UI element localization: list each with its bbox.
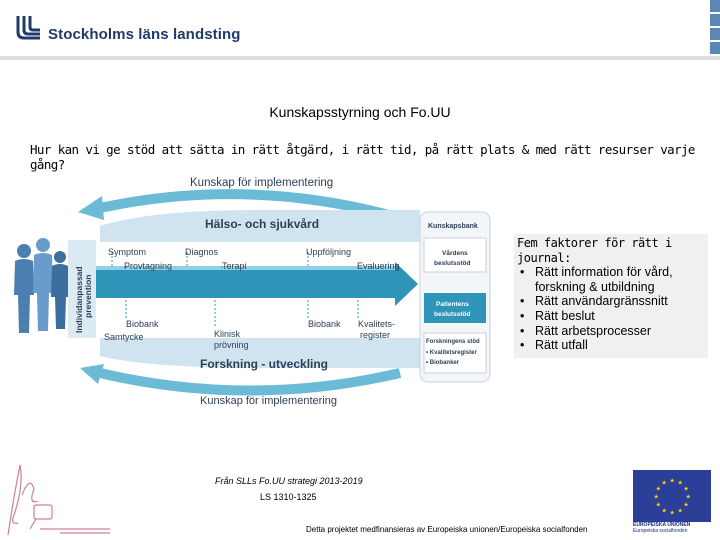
eu-star-icon: ★ bbox=[654, 494, 659, 501]
knowledge-flow-diagram: Kunskap för implementering Hälso- och sj… bbox=[68, 177, 491, 407]
people-icon bbox=[14, 238, 69, 333]
list-item: Rätt utfall bbox=[517, 338, 706, 353]
kb-research-title: Forskningens stöd bbox=[426, 339, 480, 345]
step-biobank-2: Biobank bbox=[308, 319, 341, 329]
facts-box: Fem faktorer för rätt i journal: Rätt in… bbox=[514, 234, 708, 358]
sll-logo-icon bbox=[16, 16, 40, 40]
question-text: Hur kan vi ge stöd att sätta in rätt åtg… bbox=[30, 142, 695, 172]
footer-note: Detta projektet medfinansieras av Europe… bbox=[306, 525, 588, 534]
step-provning: prövning bbox=[214, 340, 249, 350]
top-curved-arrow bbox=[98, 189, 402, 223]
side-label-1: Individanpassad bbox=[74, 266, 84, 333]
kb-title: Kunskapsbank bbox=[428, 223, 478, 230]
main-arrow-body bbox=[95, 270, 395, 298]
top-arrow-label: Kunskap för implementering bbox=[190, 177, 333, 189]
signature-sketch bbox=[7, 464, 110, 536]
bottom-arrow-label: Kunskap för implementering bbox=[200, 395, 337, 407]
eu-star-icon: ★ bbox=[683, 502, 688, 509]
eu-caption-line-1: EUROPEISKA UNIONEN bbox=[633, 522, 691, 528]
eu-star-icon: ★ bbox=[662, 480, 667, 487]
eu-star-icon: ★ bbox=[683, 486, 688, 493]
step-diagnos: Diagnos bbox=[185, 247, 219, 257]
source-line-2: LS 1310-1325 bbox=[260, 492, 317, 502]
facts-list: Rätt information för vård, forskning & u… bbox=[517, 265, 706, 353]
facts-title: Fem faktorer för rätt i journal: bbox=[517, 236, 672, 265]
eu-star-icon: ★ bbox=[678, 507, 683, 514]
header: Stockholms läns landsting bbox=[0, 0, 720, 56]
step-biobank-1: Biobank bbox=[126, 319, 159, 329]
step-uppfoljning: Uppföljning bbox=[306, 247, 351, 257]
eu-star-icon: ★ bbox=[656, 486, 661, 493]
bottom-curved-arrow bbox=[98, 368, 402, 396]
side-label-2: prevention bbox=[83, 275, 93, 318]
kb-research-item-2: • Biobanker bbox=[426, 360, 460, 366]
eu-star-icon: ★ bbox=[678, 480, 683, 487]
step-symptom: Symptom bbox=[108, 247, 146, 257]
step-kvalitets: Kvalitets- bbox=[358, 319, 395, 329]
list-item: Rätt arbetsprocesser bbox=[517, 324, 706, 339]
eu-star-icon: ★ bbox=[662, 507, 667, 514]
page-title: Kunskapsstyrning och Fo.UU bbox=[269, 104, 451, 120]
eu-star-icon: ★ bbox=[686, 494, 691, 501]
kb-patient-1: Patientens bbox=[436, 301, 469, 308]
kb-research-item-1: • Kvalitetsregister bbox=[426, 350, 477, 356]
kb-patient-2: beslutsstöd bbox=[434, 311, 471, 318]
upper-band bbox=[100, 210, 420, 242]
lower-band bbox=[100, 338, 420, 368]
kb-care-2: beslutsstöd bbox=[434, 260, 471, 267]
corner-squares bbox=[710, 0, 720, 56]
eu-caption: EUROPEISKA UNIONEN Europeiska socialfond… bbox=[633, 522, 713, 534]
eu-flag-icon: ★★★★★★★★★★★★ bbox=[633, 470, 711, 522]
kb-care-1: Vårdens bbox=[442, 249, 468, 257]
step-klinisk: Klinisk bbox=[214, 329, 241, 339]
step-register: register bbox=[360, 330, 390, 340]
list-item: Rätt användargränssnitt bbox=[517, 294, 706, 309]
eu-caption-line-2: Europeiska socialfonden bbox=[633, 528, 688, 534]
step-evaluering: Evaluering bbox=[357, 261, 400, 271]
step-terapi: Terapi bbox=[222, 261, 247, 271]
step-provtagning: Provtagning bbox=[124, 261, 172, 271]
main-arrow-head bbox=[395, 262, 418, 306]
lower-band-label: Forskning - utveckling bbox=[200, 357, 328, 371]
list-item: Rätt beslut bbox=[517, 309, 706, 324]
upper-band-label: Hälso- och sjukvård bbox=[205, 217, 319, 231]
eu-star-icon: ★ bbox=[670, 510, 675, 517]
header-divider bbox=[0, 56, 720, 60]
eu-star-icon: ★ bbox=[670, 478, 675, 485]
source-line-1: Från SLLs Fo.UU strategi 2013-2019 bbox=[215, 476, 363, 486]
list-item: Rätt information för vård, forskning & u… bbox=[517, 265, 706, 294]
step-samtycke: Samtycke bbox=[104, 332, 144, 342]
logo-text: Stockholms läns landsting bbox=[48, 26, 241, 43]
eu-star-icon: ★ bbox=[656, 502, 661, 509]
